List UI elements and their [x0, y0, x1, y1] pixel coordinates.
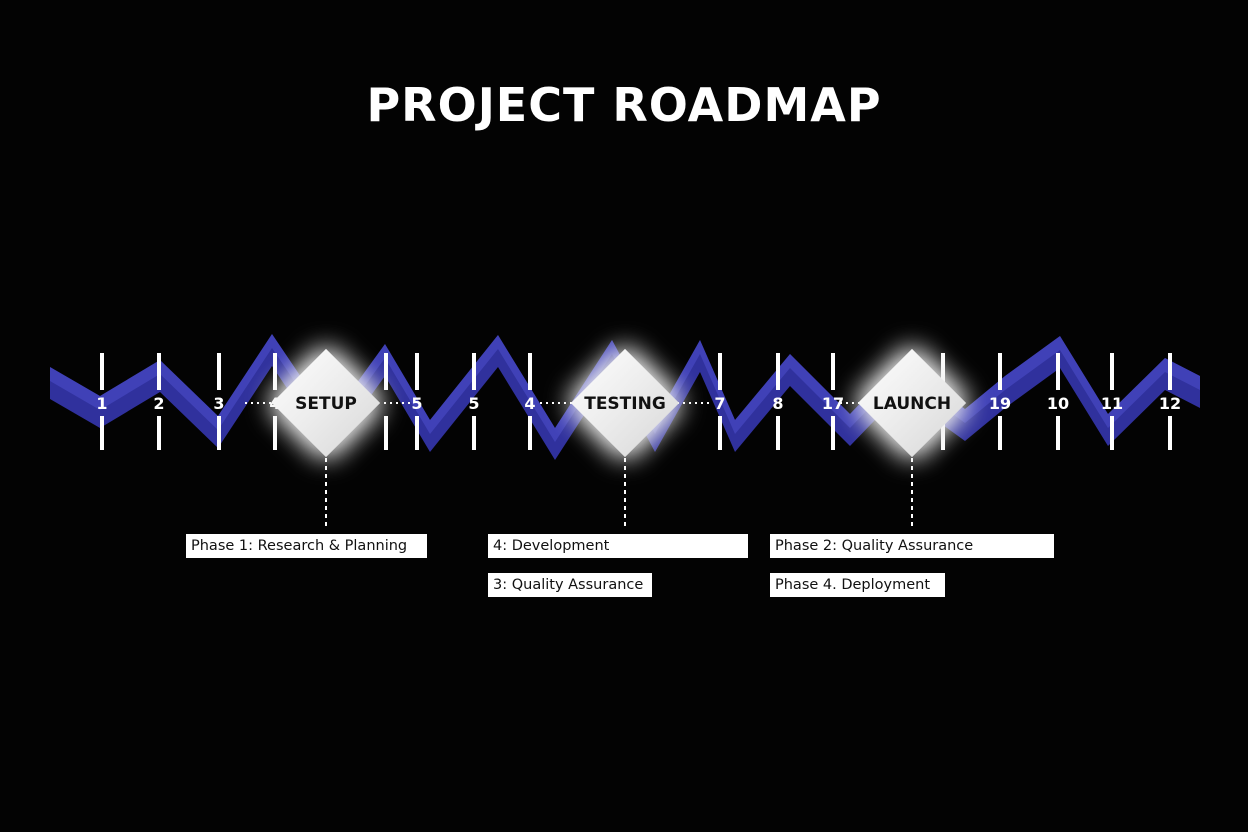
phase-box: Phase 4. Deployment [770, 573, 945, 597]
tick-bar-bottom [831, 416, 835, 450]
tick-label: 10 [1047, 394, 1069, 413]
milestone-diamond [858, 349, 966, 457]
tick-label: 2 [153, 394, 164, 413]
tick-label: 19 [989, 394, 1011, 413]
tick-label: 1 [96, 394, 107, 413]
tick-bar-top [217, 353, 221, 390]
tick-bar-top [718, 353, 722, 390]
phase-box: 3: Quality Assurance [488, 573, 652, 597]
tick-bar-top [998, 353, 1002, 390]
milestone-diamond [272, 349, 380, 457]
tick-bar-top [415, 353, 419, 390]
timeline-tick: 5 [411, 353, 423, 450]
timeline-tick: 17 [822, 353, 844, 450]
milestone-label: LAUNCH [873, 394, 951, 414]
tick-label: 4 [524, 394, 535, 413]
tick-label: 3 [213, 394, 224, 413]
tick-label: 8 [772, 394, 783, 413]
tick-bar-top [100, 353, 104, 390]
timeline-ticks: 1234554781719101112 [96, 353, 1181, 450]
tick-bar-bottom [1110, 416, 1114, 450]
tick-bar-bottom [472, 416, 476, 450]
milestone-diamond [571, 349, 679, 457]
tick-label: 5 [411, 394, 422, 413]
phase-box: Phase 2: Quality Assurance [770, 534, 1054, 558]
tick-bar-bottom [998, 416, 1002, 450]
tick-bar-top [1168, 353, 1172, 390]
milestone-launch: LAUNCH [858, 349, 966, 457]
milestone-testing: TESTING [571, 349, 679, 457]
milestone-label: SETUP [295, 394, 357, 414]
timeline-tick: 7 [714, 353, 726, 450]
tick-label: 11 [1101, 394, 1123, 413]
tick-bar-bottom [1168, 416, 1172, 450]
tick-bar-top [941, 353, 945, 390]
phase-box: Phase 1: Research & Planning [186, 534, 427, 558]
tick-label: 17 [822, 394, 844, 413]
timeline-tick: 4 [524, 353, 536, 450]
tick-bar-bottom [415, 416, 419, 450]
tick-bar-top [528, 353, 532, 390]
timeline-tick: 12 [1159, 353, 1181, 450]
tick-bar-bottom [217, 416, 221, 450]
tick-bar-top [384, 353, 388, 390]
tick-label: 5 [468, 394, 479, 413]
milestone-label: TESTING [584, 394, 666, 414]
tick-bar-bottom [941, 416, 945, 450]
timeline-tick: 19 [989, 353, 1011, 450]
phase-box: 4: Development [488, 534, 748, 558]
timeline-tick: 1 [96, 353, 108, 450]
milestones: SETUP TESTING LAUNCH [272, 349, 966, 457]
tick-bar-bottom [718, 416, 722, 450]
tick-bar-top [831, 353, 835, 390]
tick-bar-top [1110, 353, 1114, 390]
tick-label: 12 [1159, 394, 1181, 413]
timeline-tick: 2 [153, 353, 165, 450]
timeline-tick: 10 [1047, 353, 1069, 450]
milestone-setup: SETUP [272, 349, 380, 457]
timeline-tick: 5 [468, 353, 480, 450]
tick-bar-bottom [1056, 416, 1060, 450]
tick-bar-bottom [273, 416, 277, 450]
tick-bar-top [472, 353, 476, 390]
page-title: PROJECT ROADMAP [366, 78, 882, 132]
tick-bar-bottom [776, 416, 780, 450]
tick-bar-bottom [157, 416, 161, 450]
tick-bar-top [273, 353, 277, 390]
tick-bar-bottom [384, 416, 388, 450]
tick-bar-top [157, 353, 161, 390]
tick-label: 7 [714, 394, 725, 413]
timeline-tick: 3 [213, 353, 225, 450]
timeline-tick: 8 [772, 353, 784, 450]
timeline-tick: 11 [1101, 353, 1123, 450]
tick-bar-bottom [528, 416, 532, 450]
tick-bar-bottom [100, 416, 104, 450]
tick-bar-top [776, 353, 780, 390]
tick-bar-top [1056, 353, 1060, 390]
